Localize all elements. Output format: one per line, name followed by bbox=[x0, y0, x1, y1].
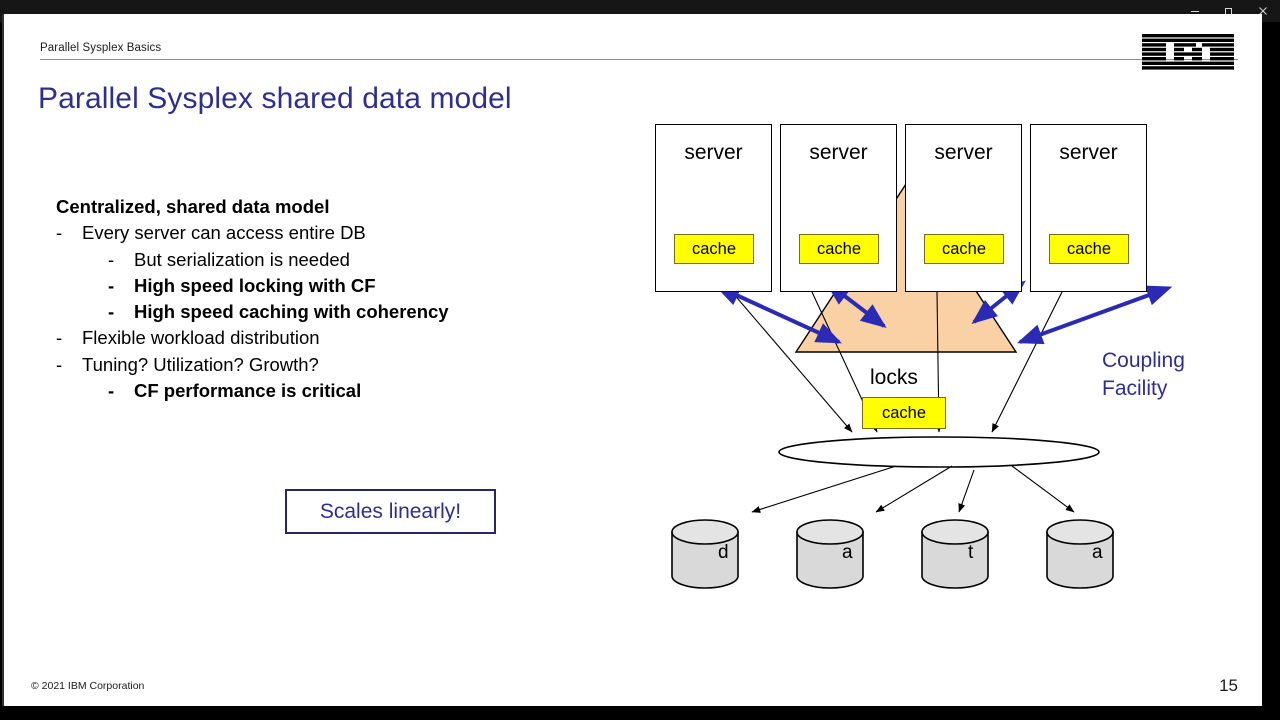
copyright-text: © 2021 IBM Corporation bbox=[31, 680, 145, 692]
bullet-text: Every server can access entire DB bbox=[82, 222, 366, 244]
bullet-dash: - bbox=[108, 248, 115, 270]
list-item: - Flexible workload distribution bbox=[56, 325, 616, 351]
disk-letter-1: d bbox=[718, 542, 729, 563]
disk-letter-2: a bbox=[842, 542, 853, 563]
header-divider bbox=[40, 59, 1238, 60]
server-label: server bbox=[934, 141, 993, 164]
list-item: - But serialization is needed bbox=[108, 247, 616, 273]
list-item: - CF performance is critical bbox=[108, 378, 616, 404]
list-item: - Every server can access entire DB bbox=[56, 220, 616, 246]
server-label: server bbox=[809, 141, 868, 164]
bullet-dash: - bbox=[108, 274, 115, 296]
server-box-1: server cache bbox=[655, 124, 772, 292]
server-cf-arrow-1 bbox=[714, 285, 842, 344]
list-item: - Tuning? Utilization? Growth? bbox=[56, 352, 616, 378]
body-copy: Centralized, shared data model - Every s… bbox=[56, 194, 616, 404]
server-cache-chip: cache bbox=[924, 234, 1004, 264]
bullet-text: CF performance is critical bbox=[134, 379, 362, 401]
bus-to-disk-line-3 bbox=[958, 469, 975, 513]
disk-letter-4: a bbox=[1092, 542, 1103, 563]
cf-locks-label: locks bbox=[870, 366, 918, 389]
bullet-text: But serialization is needed bbox=[134, 248, 350, 270]
shared-bus-ellipse bbox=[778, 436, 1100, 468]
server-box-3: server cache bbox=[905, 124, 1022, 292]
server-cache-chip: cache bbox=[799, 234, 879, 264]
coupling-facility-caption: Coupling Facility bbox=[1102, 347, 1185, 402]
server-cache-chip: cache bbox=[1049, 234, 1129, 264]
server-cache-chip: cache bbox=[674, 234, 754, 264]
bullet-text: High speed caching with coherency bbox=[134, 301, 449, 323]
server-to-bus-line-4 bbox=[991, 291, 1063, 433]
disk-cylinder-3 bbox=[921, 519, 989, 589]
bus-to-disk-line-1 bbox=[751, 465, 897, 513]
bullet-text: Flexible workload distribution bbox=[82, 327, 320, 349]
slide-canvas: Parallel Sysplex Basics Parallel Sysplex… bbox=[2, 14, 1262, 706]
minimize-icon[interactable] bbox=[1178, 0, 1212, 22]
bullet-text: High speed locking with CF bbox=[134, 274, 376, 296]
page-number: 15 bbox=[1219, 676, 1238, 695]
server-cf-arrow-3 bbox=[971, 280, 1026, 324]
bullet-text: Tuning? Utilization? Growth? bbox=[82, 353, 319, 375]
disk-cylinder-2 bbox=[796, 519, 864, 589]
disk-cylinder-1 bbox=[671, 519, 739, 589]
page-title: Parallel Sysplex shared data model bbox=[38, 82, 512, 115]
shared-data-model-diagram: server cache server cache server cache s… bbox=[634, 114, 1244, 604]
server-box-4: server cache bbox=[1030, 124, 1147, 292]
server-label: server bbox=[1059, 141, 1118, 164]
cf-caption-line1: Coupling bbox=[1102, 349, 1185, 372]
close-icon[interactable] bbox=[1246, 0, 1280, 22]
slide-eyebrow: Parallel Sysplex Basics bbox=[40, 42, 162, 54]
bus-to-disk-line-2 bbox=[875, 465, 953, 513]
server-cf-arrow-2 bbox=[824, 280, 887, 328]
bullet-dash: - bbox=[56, 222, 63, 244]
cf-caption-line2: Facility bbox=[1102, 376, 1168, 400]
lead-statement: Centralized, shared data model bbox=[56, 196, 330, 217]
bullet-dash: - bbox=[108, 379, 115, 401]
bullet-dash: - bbox=[56, 327, 63, 349]
list-item: - High speed locking with CF bbox=[108, 273, 616, 299]
server-cf-arrow-4 bbox=[1016, 285, 1173, 345]
bullet-list: - Every server can access entire DB - Bu… bbox=[56, 220, 616, 404]
server-box-2: server cache bbox=[780, 124, 897, 292]
bullet-dash: - bbox=[108, 301, 115, 323]
bullet-dash: - bbox=[56, 353, 63, 375]
disk-cylinder-4 bbox=[1046, 519, 1114, 589]
scales-linearly-callout: Scales linearly! bbox=[285, 489, 496, 534]
ibm-logo-icon bbox=[1142, 34, 1234, 70]
list-item: - High speed caching with coherency bbox=[108, 299, 616, 325]
disk-letter-3: t bbox=[968, 542, 974, 563]
bus-to-disk-line-4 bbox=[1011, 465, 1075, 513]
callout-text: Scales linearly! bbox=[319, 499, 462, 523]
server-label: server bbox=[684, 141, 743, 164]
cf-cache-chip: cache bbox=[862, 397, 946, 429]
